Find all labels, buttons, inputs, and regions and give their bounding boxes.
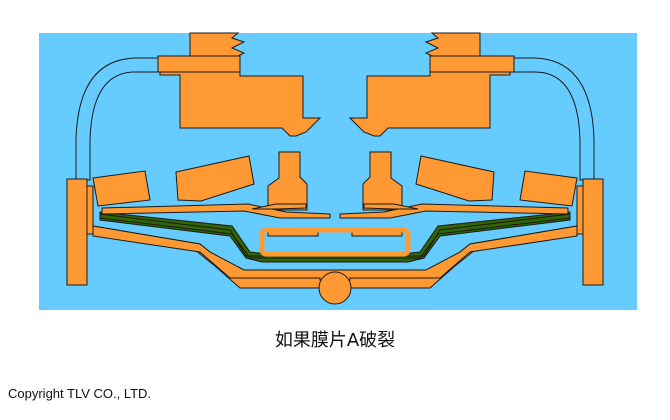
right-outer-guide xyxy=(519,170,578,207)
right-tube-fitting xyxy=(429,55,515,73)
right-diaphragm-lip xyxy=(363,203,419,210)
left-tube-fitting xyxy=(157,55,241,73)
background-panel xyxy=(39,33,637,310)
diagram-caption: 如果膜片A破裂 xyxy=(274,330,396,351)
left-outer-guide xyxy=(92,170,151,207)
left-diaphragm-plate xyxy=(101,203,331,219)
lower-body-fill xyxy=(92,225,578,281)
diaphragm-core xyxy=(99,213,571,259)
right-diaphragm-plate xyxy=(339,203,569,219)
left-side-flange-inner xyxy=(86,185,94,235)
right-side-flange-inner xyxy=(576,185,584,235)
left-valve-stem xyxy=(267,151,308,211)
left-middle-guide xyxy=(175,155,255,202)
copyright-notice: Copyright TLV CO., LTD. xyxy=(8,386,152,401)
right-valve-stem xyxy=(362,151,403,211)
right-middle-guide xyxy=(415,155,495,202)
left-side-flange xyxy=(66,178,88,286)
inner-cavity-frame xyxy=(259,227,411,257)
outlet-knob xyxy=(318,271,352,305)
left-diaphragm-lip xyxy=(251,203,307,210)
right-side-flange xyxy=(582,178,604,286)
